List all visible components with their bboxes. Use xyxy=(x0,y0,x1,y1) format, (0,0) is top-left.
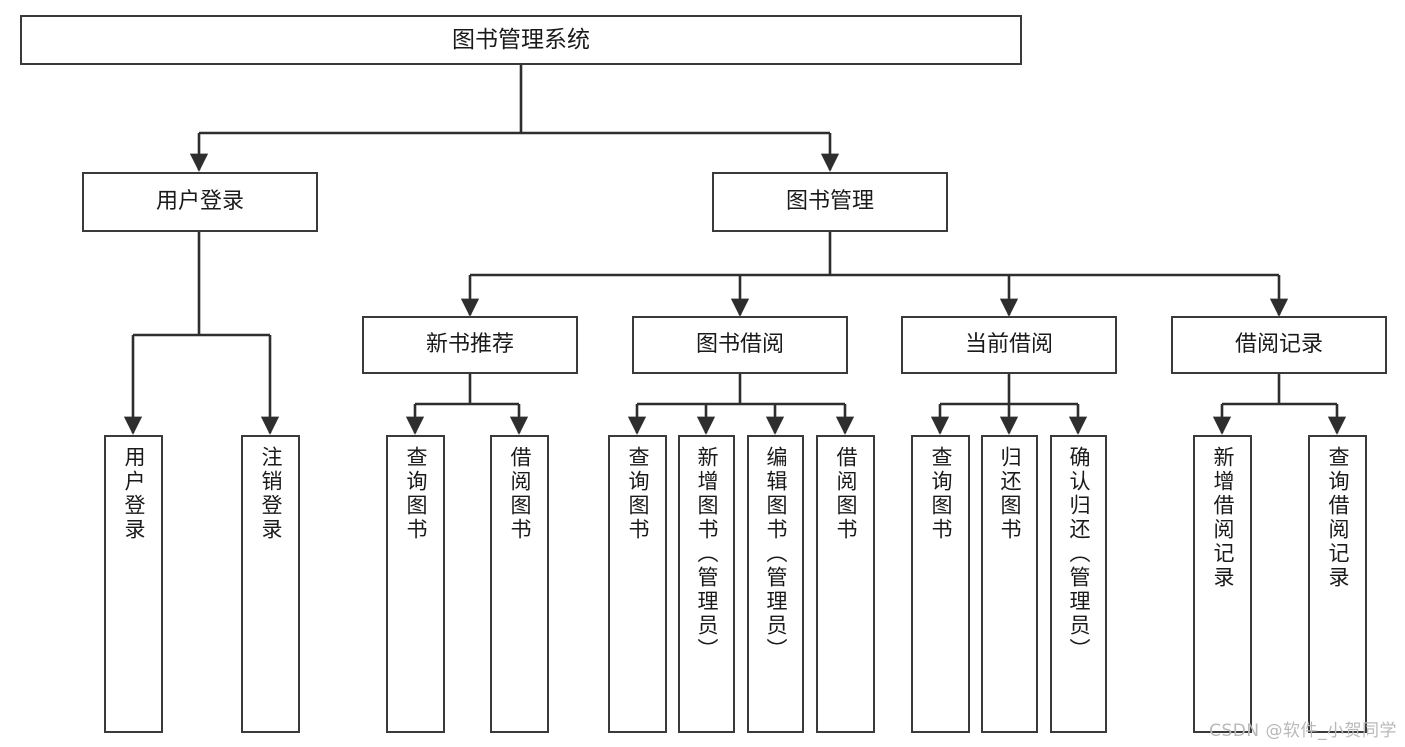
node-book-borrow[interactable]: 图书借阅 xyxy=(632,316,848,374)
node-leaf-confirm-return[interactable]: 确认归还（管理员） xyxy=(1050,435,1107,733)
node-book-borrow-label: 图书借阅 xyxy=(695,332,784,358)
node-leaf-return-book[interactable]: 归还图书 xyxy=(981,435,1038,733)
node-leaf-borrow-book-2-label: 借阅图书 xyxy=(834,446,858,542)
node-leaf-return-book-label: 归还图书 xyxy=(998,446,1022,542)
node-borrow-record-label: 借阅记录 xyxy=(1234,332,1323,358)
node-current-borrow-label: 当前借阅 xyxy=(964,332,1053,358)
node-leaf-query-record[interactable]: 查询借阅记录 xyxy=(1308,435,1367,733)
node-leaf-edit-book-label: 编辑图书（管理员） xyxy=(764,446,788,662)
node-leaf-add-record[interactable]: 新增借阅记录 xyxy=(1193,435,1252,733)
node-leaf-query-book-1-label: 查询图书 xyxy=(404,446,428,542)
node-leaf-borrow-book-1[interactable]: 借阅图书 xyxy=(490,435,549,733)
node-leaf-add-book[interactable]: 新增图书（管理员） xyxy=(678,435,735,733)
node-leaf-add-record-label: 新增借阅记录 xyxy=(1211,446,1235,590)
node-leaf-query-book-1[interactable]: 查询图书 xyxy=(386,435,445,733)
csdn-watermark: CSDN @软件_小贺同学 xyxy=(1209,721,1397,741)
node-root-label: 图书管理系统 xyxy=(452,26,590,53)
node-leaf-confirm-return-label: 确认归还（管理员） xyxy=(1067,446,1091,662)
node-user-login[interactable]: 用户登录 xyxy=(82,172,318,232)
node-leaf-user-logout[interactable]: 注销登录 xyxy=(241,435,300,733)
node-user-login-label: 用户登录 xyxy=(155,189,244,215)
node-new-book-rec[interactable]: 新书推荐 xyxy=(362,316,578,374)
node-leaf-query-book-2-label: 查询图书 xyxy=(626,446,650,542)
node-book-manage-label: 图书管理 xyxy=(785,189,874,215)
node-root[interactable]: 图书管理系统 xyxy=(20,15,1022,65)
node-leaf-query-book-3[interactable]: 查询图书 xyxy=(911,435,970,733)
node-leaf-query-book-2[interactable]: 查询图书 xyxy=(608,435,667,733)
node-leaf-user-logout-label: 注销登录 xyxy=(259,446,283,542)
node-current-borrow[interactable]: 当前借阅 xyxy=(901,316,1117,374)
node-new-book-rec-label: 新书推荐 xyxy=(425,332,514,358)
node-leaf-add-book-label: 新增图书（管理员） xyxy=(695,446,719,662)
node-leaf-user-login-label: 用户登录 xyxy=(122,446,146,542)
node-leaf-user-login[interactable]: 用户登录 xyxy=(104,435,163,733)
node-leaf-edit-book[interactable]: 编辑图书（管理员） xyxy=(747,435,804,733)
node-leaf-query-book-3-label: 查询图书 xyxy=(929,446,953,542)
node-borrow-record[interactable]: 借阅记录 xyxy=(1171,316,1387,374)
node-leaf-borrow-book-2[interactable]: 借阅图书 xyxy=(816,435,875,733)
node-book-manage[interactable]: 图书管理 xyxy=(712,172,948,232)
node-leaf-borrow-book-1-label: 借阅图书 xyxy=(508,446,532,542)
node-leaf-query-record-label: 查询借阅记录 xyxy=(1326,446,1350,590)
